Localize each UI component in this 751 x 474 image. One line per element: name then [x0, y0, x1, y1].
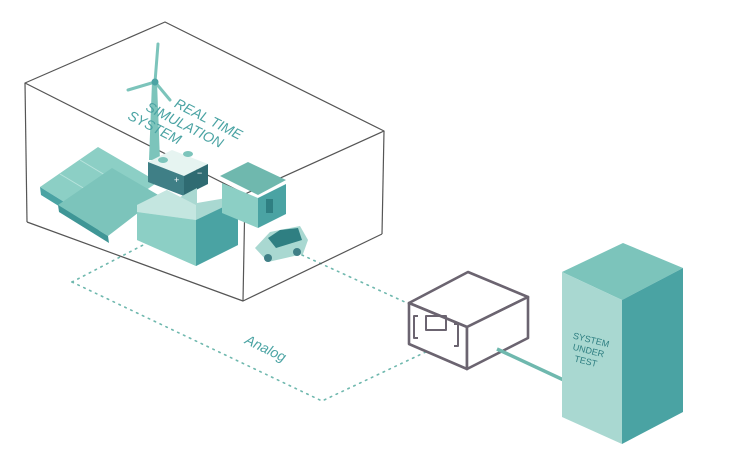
- house-icon: [220, 162, 286, 228]
- solar-panel-icon: [40, 147, 160, 243]
- electric-car-icon: [255, 226, 308, 262]
- amplifier-device-icon: [407, 270, 530, 371]
- system-under-test-cabinet: [562, 243, 683, 444]
- analog-label: Analog: [242, 331, 289, 365]
- wind-turbine-icon: [126, 42, 172, 160]
- device-connection-line: [496, 347, 571, 385]
- svg-text:+: +: [174, 175, 179, 185]
- svg-text:−: −: [197, 168, 202, 178]
- sut-label: SYSTEM UNDER TEST: [572, 331, 611, 369]
- battery-icon: + −: [148, 150, 208, 196]
- analog-signal-path: [71, 243, 431, 402]
- factory-icon: [137, 188, 238, 266]
